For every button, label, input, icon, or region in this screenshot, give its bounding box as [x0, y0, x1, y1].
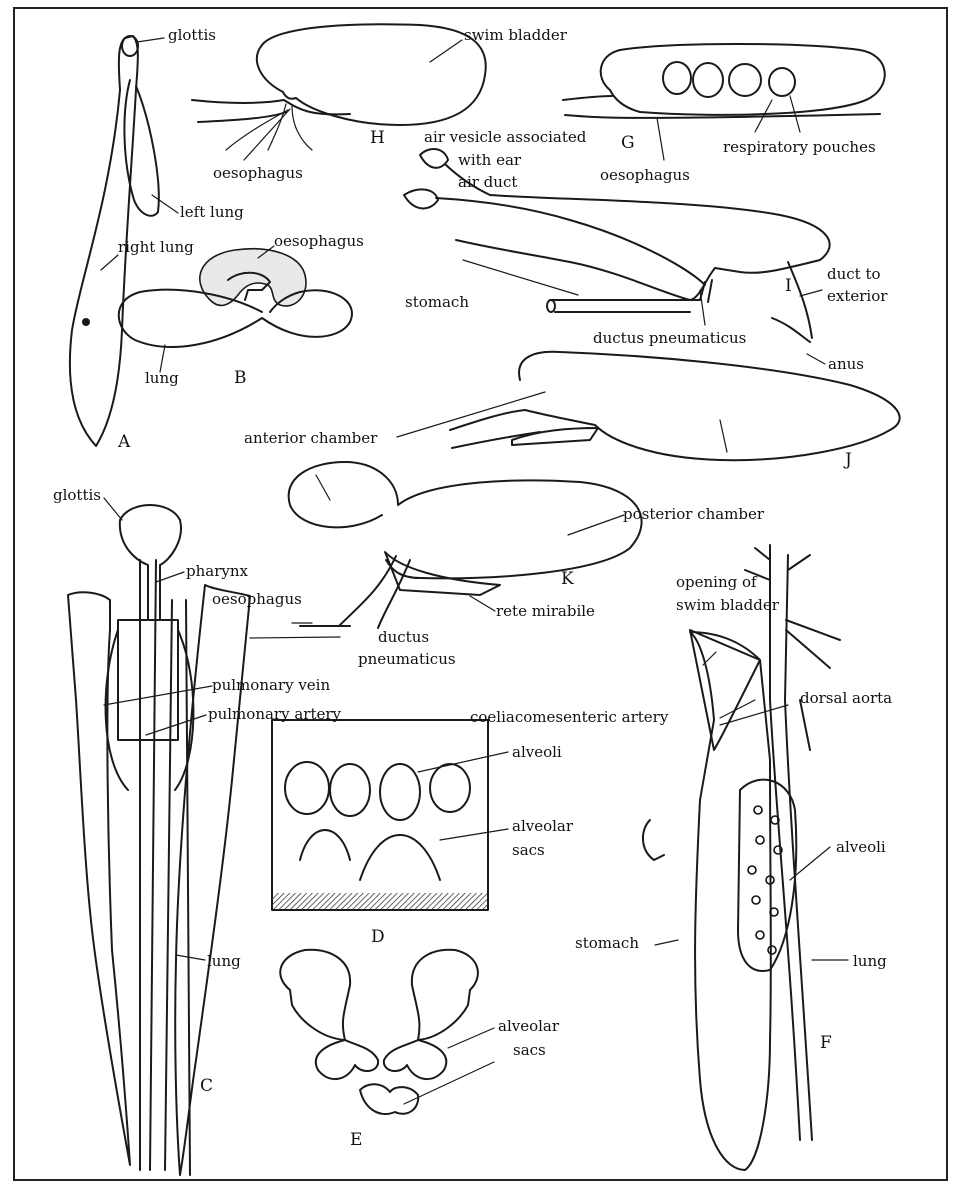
panel-letter-k: K [561, 569, 574, 589]
label-respiratory-pouches: respiratory pouches [723, 138, 876, 156]
panel-letter-a: A [117, 432, 131, 452]
panel-d-alveoli [272, 720, 508, 910]
label-oesophagus-b: oesophagus [274, 232, 364, 250]
label-anterior-chamber-j: anterior chamber [244, 429, 378, 447]
panel-letter-c: C [200, 1076, 213, 1096]
label-pulmonary-vein: pulmonary vein [212, 676, 330, 694]
label-glottis-a: glottis [168, 26, 216, 44]
label-pulmonary-artery: pulmonary artery [208, 705, 342, 723]
label-alveolar-e-2: sacs [513, 1041, 546, 1059]
label-air-duct: air duct [458, 173, 517, 191]
label-air-vesicle-1: air vesicle associated [424, 128, 587, 146]
panel-letter-e: E [350, 1130, 362, 1150]
label-opening-2: swim bladder [676, 596, 780, 614]
label-swim-bladder: swim bladder [464, 26, 568, 44]
label-alveoli-f: alveoli [836, 838, 886, 856]
panel-letter-g: G [621, 133, 635, 153]
label-pharynx: pharynx [186, 562, 249, 580]
panel-letter-b: B [234, 368, 247, 388]
label-glottis-c: glottis [53, 486, 101, 504]
label-right-lung: right lung [118, 238, 194, 256]
label-lung-b: lung [145, 369, 179, 387]
panel-b-section [119, 246, 352, 372]
label-ductus-pneumaticus-i: ductus pneumaticus [593, 329, 746, 347]
label-oesophagus-g: oesophagus [600, 166, 690, 184]
label-alveolar-d-2: sacs [512, 841, 545, 859]
label-stomach-f: stomach [575, 934, 639, 952]
label-lung-f: lung [853, 952, 887, 970]
label-oesophagus-c: oesophagus [212, 590, 302, 608]
panel-f-stomach-lung [643, 545, 848, 1170]
panel-letter-f: F [820, 1033, 832, 1053]
label-oesophagus-h: oesophagus [213, 164, 303, 182]
label-alveolar-d-1: alveolar [512, 817, 574, 835]
label-left-lung: left lung [180, 203, 244, 221]
label-dorsal-aorta: dorsal aorta [800, 689, 892, 707]
label-duct-to-exterior-2: exterior [827, 287, 888, 305]
panel-e-alveolar-sacs [280, 950, 494, 1114]
label-alveolar-e-1: alveolar [498, 1017, 560, 1035]
label-duct-to-exterior-1: duct to [827, 265, 881, 283]
label-lung-c: lung [207, 952, 241, 970]
alveoli-dots [748, 806, 782, 954]
label-ductus-pneumaticus-k-1: ductus [378, 628, 429, 646]
label-opening-1: opening of [676, 573, 758, 591]
labels: glottis left lung right lung oesophagus … [53, 26, 892, 1150]
label-alveoli-d: alveoli [512, 743, 562, 761]
panel-letter-h: H [370, 128, 385, 148]
pouch-group [663, 62, 795, 97]
label-rete-mirabile: rete mirabile [496, 602, 595, 620]
label-coeliaco-artery: coeliacomesenteric artery [470, 708, 669, 726]
panel-letter-i: I [785, 276, 792, 296]
label-anus: anus [828, 355, 864, 373]
panel-letter-d: D [371, 927, 385, 947]
panel-j-chambers [397, 352, 900, 460]
label-ductus-pneumaticus-k-2: pneumaticus [358, 650, 456, 668]
label-air-vesicle-2: with ear [458, 151, 522, 169]
label-posterior-chamber: posterior chamber [623, 505, 765, 523]
panel-letter-j: J [843, 450, 852, 470]
label-stomach-i: stomach [405, 293, 469, 311]
